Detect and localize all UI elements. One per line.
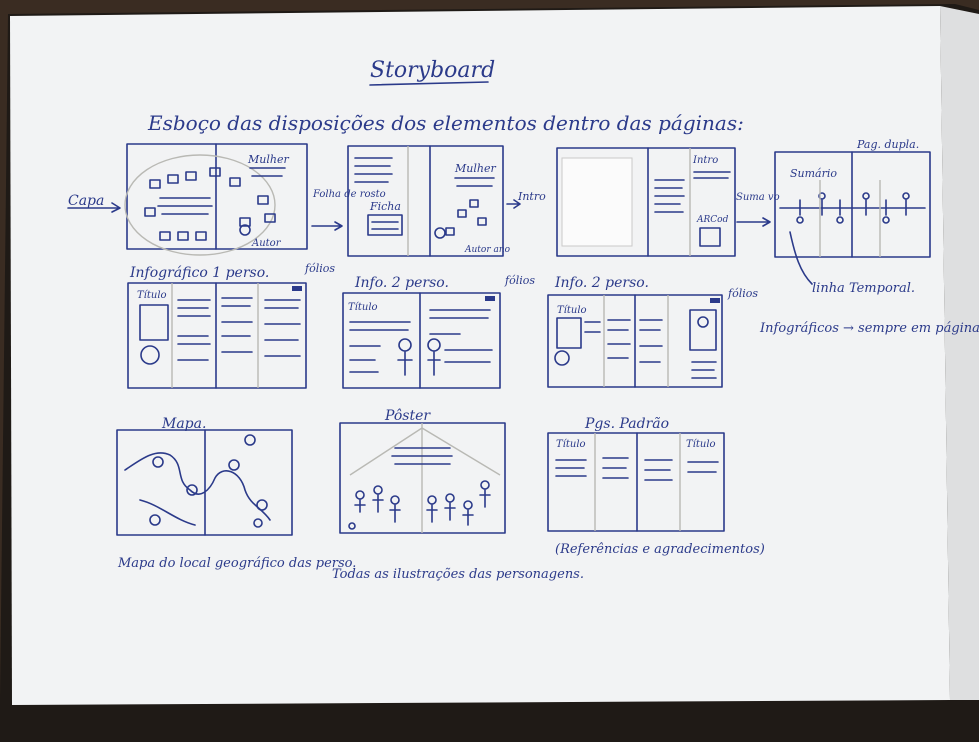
ficha-label: Ficha [369, 200, 401, 213]
title-page-mulher: Mulher [454, 162, 496, 175]
pag-dupla-label: Pag. dupla. [856, 138, 919, 151]
infographic-1-spread: Título [127, 282, 307, 389]
sumario-label: Sumário [790, 167, 837, 180]
pgs-titulo-right: Título [686, 439, 716, 450]
sumario-arrow [736, 217, 771, 227]
folha-rosto-label: Folha de rosto [312, 189, 386, 200]
suma-vo-label: Suma vo [736, 192, 780, 203]
info1-titulo: Título [137, 290, 167, 301]
intro-arrow [506, 199, 521, 209]
standard-pages-spread: Título Título [547, 432, 725, 532]
mapa-title: Mapa. [161, 416, 206, 432]
info1-folios: fólios [304, 262, 335, 275]
info2-titulo: Título [348, 302, 378, 313]
paper-next-page [940, 6, 979, 700]
title-page-spread: Ficha Mulher Autor ano [347, 145, 511, 257]
info3-titulo: Título [557, 305, 587, 316]
referencias-note: (Referências e agradecimentos) [555, 542, 765, 557]
infografico-note: Infográficos → sempre em página dupla. [759, 321, 979, 336]
poster-note: Todas as ilustrações das personagens. [332, 567, 584, 582]
arcod-label: ARCod [696, 215, 729, 225]
folha-arrow [311, 221, 343, 231]
sumario-spread: Sumário [774, 151, 931, 258]
cover-autor: Autor [251, 238, 282, 249]
cover-spread: Mulher Autor [124, 143, 308, 256]
info3-title: Info. 2 perso. [554, 275, 649, 291]
storyboard-title: Storyboard [370, 58, 495, 83]
info2-folios: fólios [504, 274, 535, 287]
info1-title: Infográfico 1 perso. [129, 265, 269, 281]
subtitle-text: Esboço das disposições dos elementos den… [147, 111, 744, 135]
intro-spread: Intro ARCod [556, 147, 736, 257]
info3-folios: fólios [727, 287, 758, 300]
infographic-2-spread: Título [342, 292, 501, 389]
mapa-note: Mapa do local geográfico das perso. [117, 556, 356, 571]
poster-title: Pôster [384, 408, 431, 424]
info2-title: Info. 2 perso. [354, 275, 449, 291]
title-page-autor: Autor ano [464, 245, 511, 255]
capa-arrow [67, 202, 121, 213]
title-underline [369, 81, 489, 86]
intro-box-label: Intro [692, 155, 718, 166]
intro-arrow-label: Intro [517, 190, 546, 203]
cover-mulher: Mulher [247, 153, 289, 166]
capa-label: Capa [68, 193, 104, 209]
infographic-3-spread: Título [547, 294, 723, 388]
poster-spread [339, 422, 506, 534]
linha-temporal-pointer [789, 231, 813, 285]
pgs-titulo-left: Título [556, 439, 586, 450]
linha-temporal-label: linha Temporal. [812, 281, 915, 296]
map-spread [116, 429, 293, 536]
pgs-padrao-title: Pgs. Padrão [584, 416, 669, 432]
